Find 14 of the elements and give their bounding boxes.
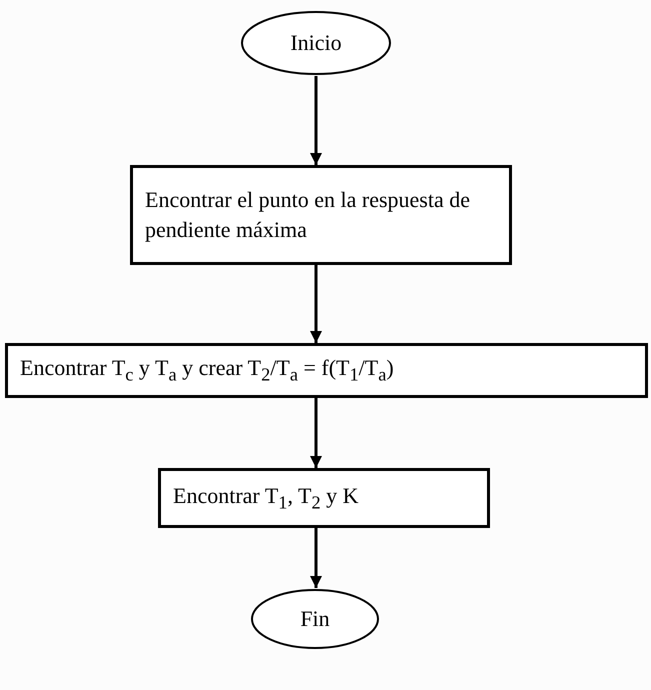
node-text: Encontrar el punto en la respuesta de pendiente máxima <box>145 186 471 244</box>
arrow <box>310 265 322 343</box>
terminal-ellipse <box>240 10 392 76</box>
process-box <box>158 468 490 528</box>
arrow <box>310 398 322 468</box>
process-box <box>130 165 512 265</box>
node-text: Encontrar T$_{c}$ y T$_{a}$ y crear T$_{2}$/T$_{a}$ = f(T$_{1}$/T$_{a}$) <box>20 354 394 387</box>
arrow <box>310 76 322 165</box>
process-box <box>5 343 648 398</box>
node-text: Fin <box>300 605 330 634</box>
node-text: Inicio <box>290 29 342 58</box>
terminal-ellipse <box>250 588 380 650</box>
node-text: Encontrar T$_{1}$, T$_{2}$ y K <box>173 482 359 514</box>
arrow <box>310 528 322 588</box>
